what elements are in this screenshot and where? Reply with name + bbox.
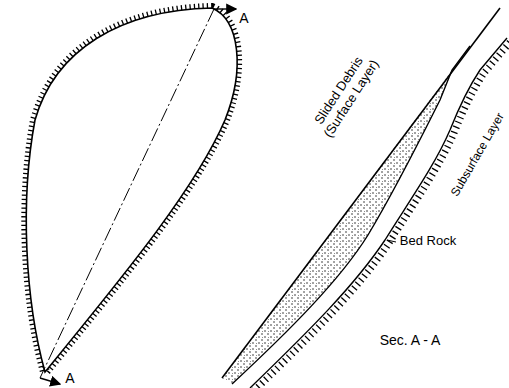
layer-label: Bed Rock [398, 234, 458, 249]
bedrock-hatching [254, 41, 509, 388]
section-arrow-bottom [40, 378, 60, 384]
plan-outline [26, 8, 237, 372]
section-axis [40, 9, 214, 378]
bedrock-line [250, 38, 507, 388]
plan-hatching [26, 8, 237, 372]
section-title: Sec. A - A [378, 332, 443, 348]
layer-label: Subsurface Layer [448, 109, 509, 201]
section-mark: A [237, 10, 250, 26]
section-arrow-top [214, 8, 236, 9]
layer-label: Slided Debris (Surface Layer) [303, 41, 387, 149]
section-mark: A [63, 370, 76, 386]
bedrock-leader [387, 240, 396, 242]
